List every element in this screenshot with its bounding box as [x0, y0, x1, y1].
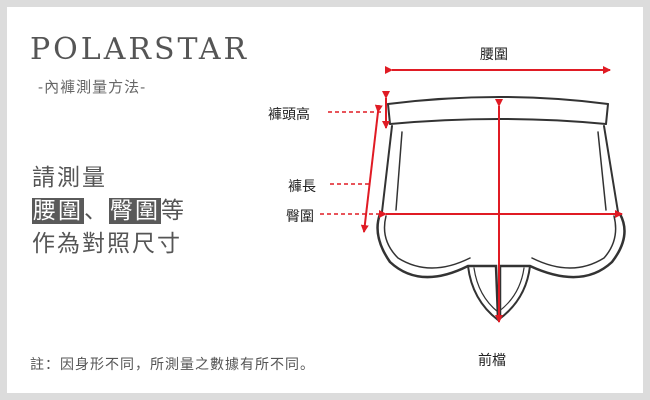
- label-hip: 臀圍: [286, 209, 314, 225]
- label-front: 前檔: [478, 353, 506, 369]
- instruction-line-1: 請測量: [32, 165, 107, 191]
- label-length: 褲長: [288, 179, 316, 195]
- page-subtitle: -內褲測量方法-: [38, 78, 147, 96]
- label-rise: 褲頭高: [268, 107, 310, 123]
- waist-highlight: 腰圍: [32, 198, 84, 224]
- footnote: 註：因身形不同，所測量之數據有所不同。: [30, 357, 315, 373]
- instruction-line-3: 作為對照尺寸: [32, 231, 182, 257]
- label-leaders: [320, 111, 384, 215]
- garment-outline: [376, 96, 626, 322]
- separator: 、: [84, 198, 109, 224]
- length-arrow: [360, 104, 383, 233]
- instruction-suffix: 等: [161, 198, 186, 224]
- instruction-line-2: 腰圍、臀圍等: [32, 196, 186, 226]
- measure-arrows: [360, 66, 623, 323]
- hip-highlight: 臀圍: [109, 198, 161, 224]
- brand-logo: POLARSTAR: [30, 32, 250, 67]
- label-waist: 腰圍: [480, 47, 508, 63]
